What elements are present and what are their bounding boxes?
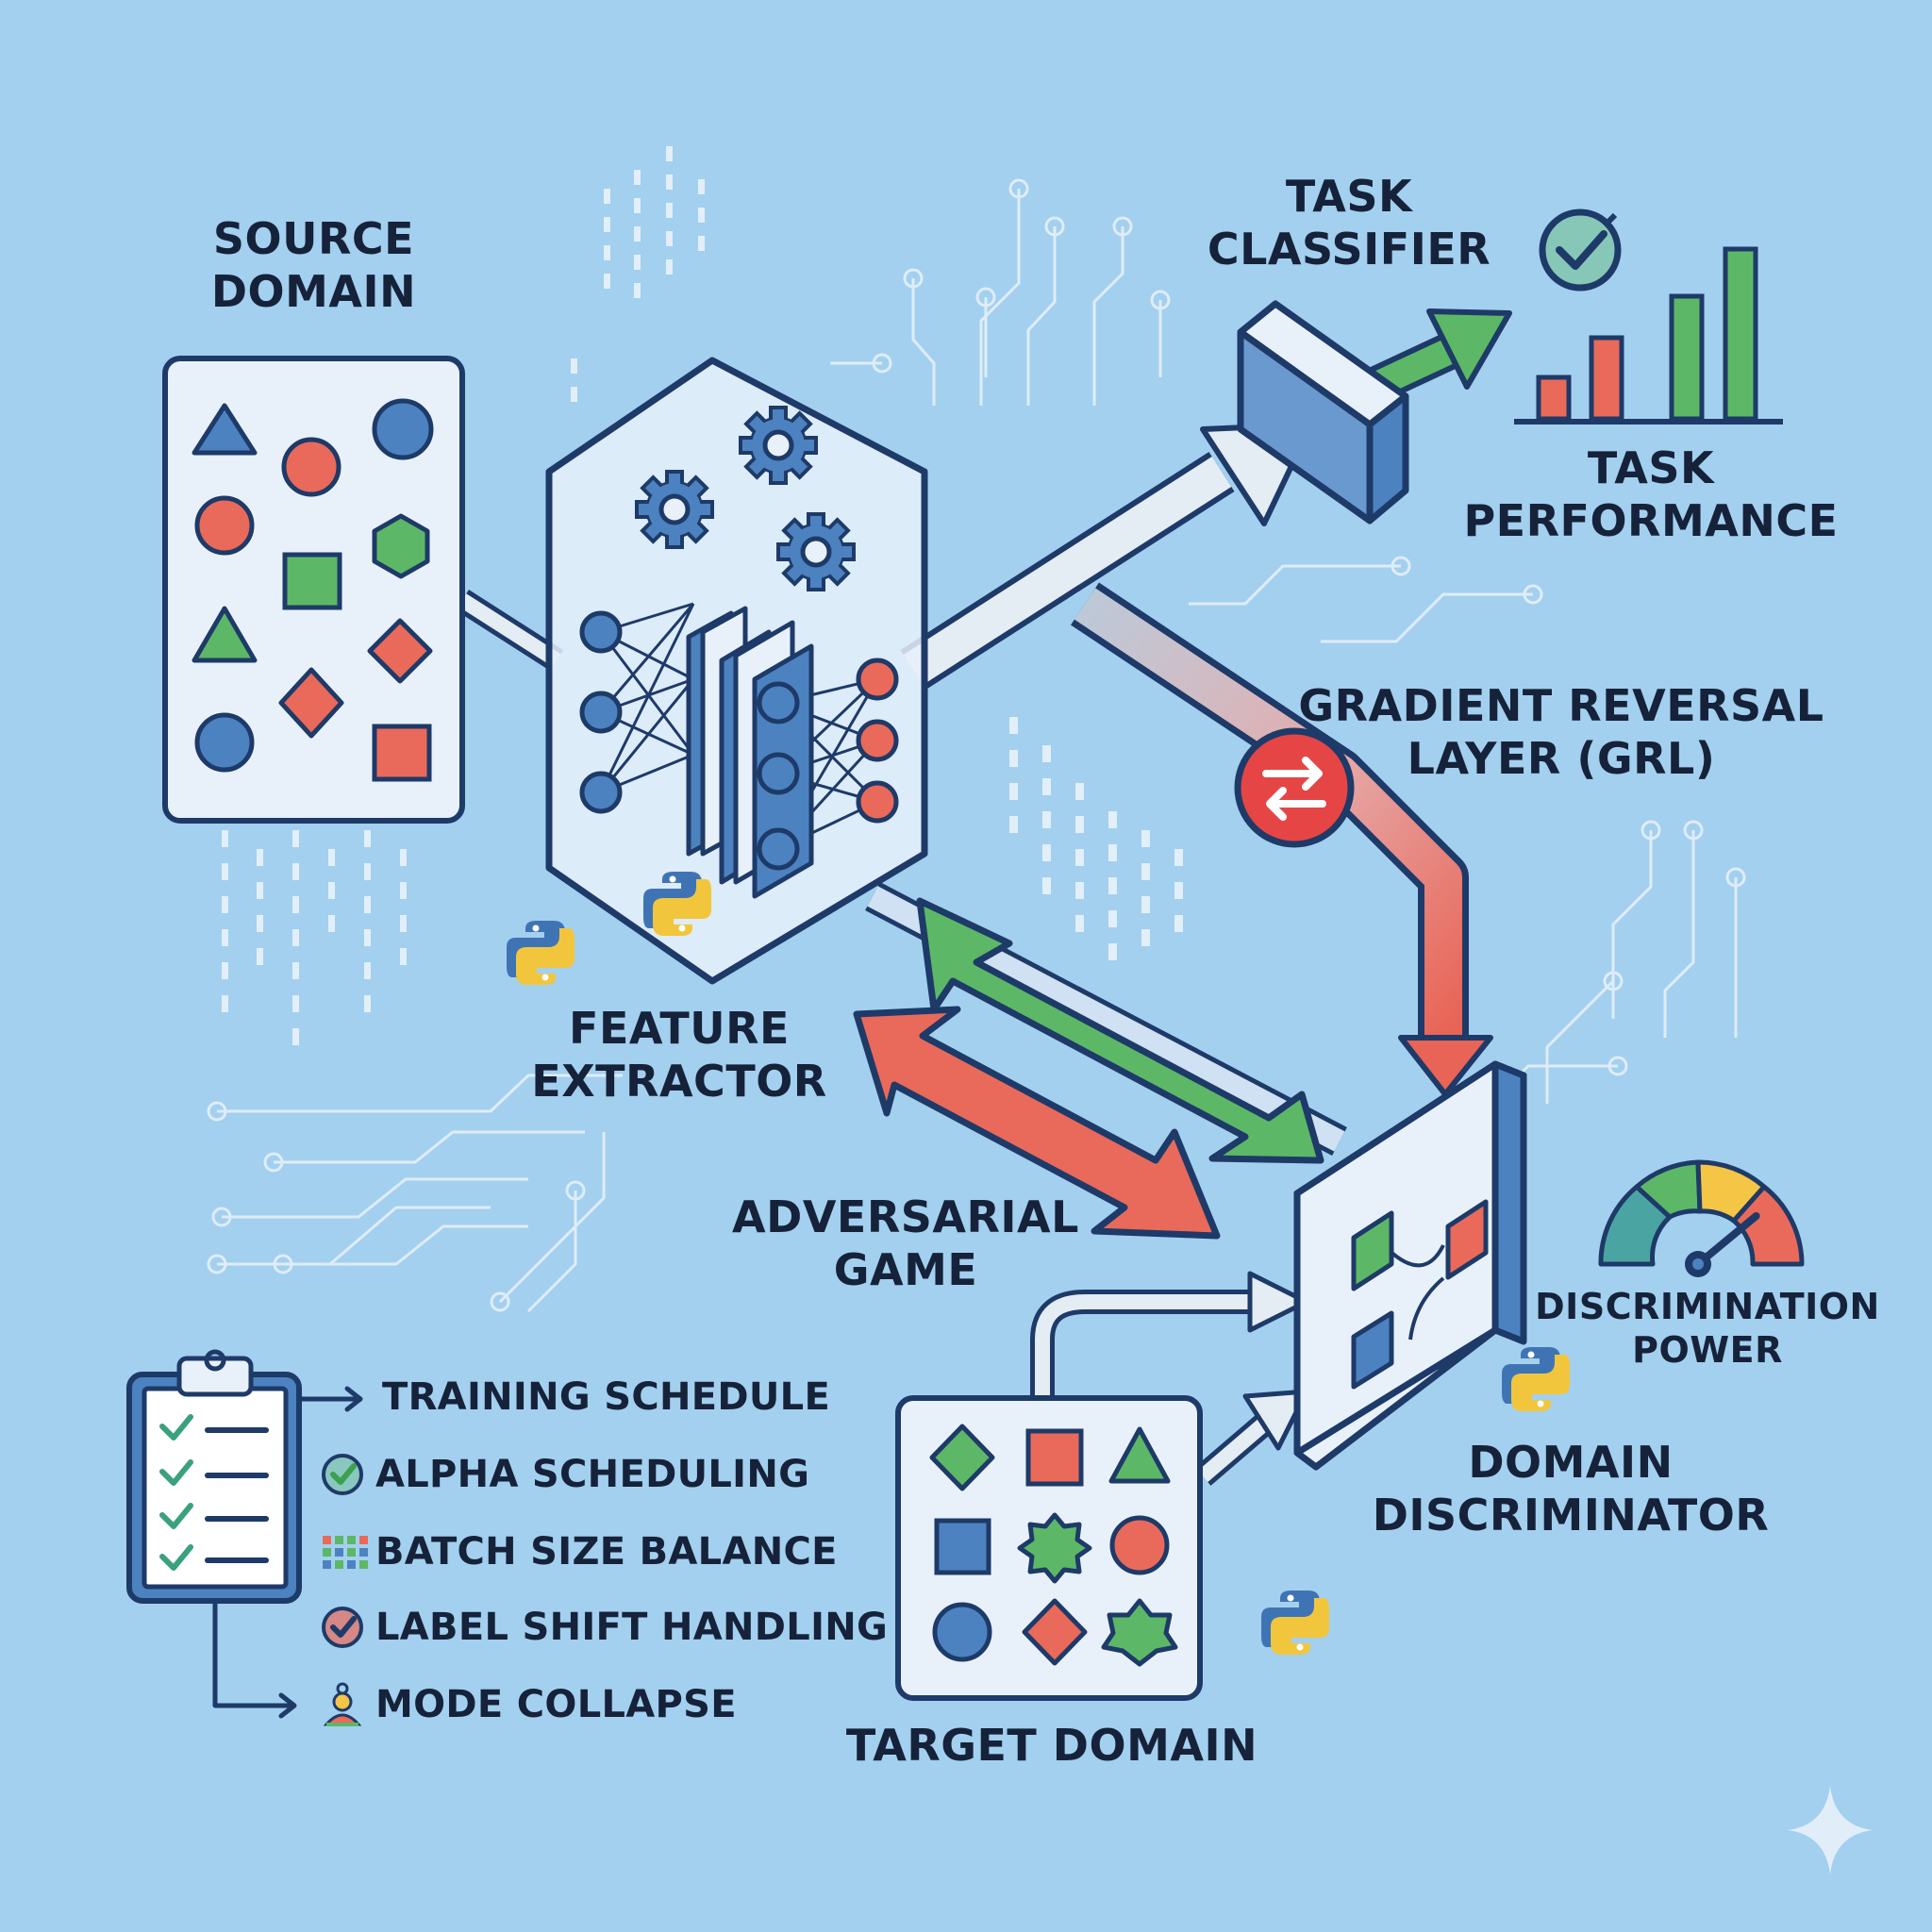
- source-shape-circle-blue: [372, 398, 434, 460]
- target-shape-diamond-red: [1022, 1598, 1088, 1666]
- gear-icon: [741, 408, 816, 483]
- gear-icon: [637, 472, 712, 547]
- checklist-item-mode-collapse: MODE COLLAPSE: [319, 1681, 737, 1728]
- grid-icon: [319, 1528, 375, 1575]
- input-node: [579, 771, 623, 814]
- source-shape-square-green: [282, 552, 342, 610]
- check-circle-red-icon: [319, 1604, 375, 1651]
- checklist-label: MODE COLLAPSE: [375, 1683, 737, 1726]
- checklist-item-label-shift-handling: LABEL SHIFT HANDLING: [319, 1604, 888, 1651]
- person-icon: [319, 1681, 375, 1728]
- checklist-item-batch-size-balance: BATCH SIZE BALANCE: [319, 1528, 838, 1575]
- sparkle-icon: [1788, 1786, 1873, 1874]
- target-shape-star-green: [1017, 1512, 1092, 1584]
- checklist-label: ALPHA SCHEDULING: [375, 1453, 810, 1496]
- source-shape-circle-red: [194, 495, 255, 556]
- checklist-label: LABEL SHIFT HANDLING: [375, 1606, 889, 1649]
- output-node: [856, 719, 899, 762]
- domain-discriminator-block: [1293, 1060, 1527, 1471]
- target-shape-circle-blue: [932, 1602, 992, 1662]
- source-shape-diamond-red: [278, 667, 344, 739]
- target-shape-triangle-green: [1108, 1426, 1171, 1484]
- classifier-output-arrow: [1364, 308, 1512, 405]
- input-node: [579, 610, 623, 654]
- performance-bar: [1723, 246, 1758, 422]
- discriminator-inner-diagram: [1351, 1199, 1489, 1390]
- python-logo-icon: [507, 921, 575, 985]
- task-performance-chart: [1514, 208, 1783, 425]
- target-domain-panel: [895, 1395, 1203, 1701]
- grl-arrow: [1071, 582, 1493, 1097]
- checklist-connectors: [212, 1386, 363, 1719]
- target-shape-diamond-green: [929, 1424, 995, 1491]
- feature-extractor-module: [545, 357, 928, 985]
- target-shape-square-blue: [934, 1518, 991, 1575]
- target-to-discriminator-arrows: [1030, 1271, 1309, 1486]
- source-shape-hexagon-green: [372, 513, 430, 579]
- adversarial-red-arrow: [853, 1006, 1221, 1240]
- source-shape-triangle-green: [192, 606, 258, 663]
- performance-bar: [1669, 293, 1705, 422]
- checkmark-circle-icon: [1539, 208, 1622, 291]
- hidden-node: [757, 752, 800, 795]
- source-shape-square-red: [372, 724, 432, 782]
- adversarial-green-arrow: [916, 897, 1324, 1164]
- task-classifier-block: [1237, 300, 1409, 525]
- source-domain-panel: [162, 356, 465, 824]
- checklist-item-training-schedule: TRAINING SCHEDULE: [382, 1375, 830, 1419]
- output-node: [856, 780, 899, 824]
- checklist-item-alpha-scheduling: ALPHA SCHEDULING: [319, 1451, 809, 1498]
- performance-bar: [1589, 335, 1624, 422]
- gear-icon: [778, 514, 854, 590]
- checklist-label: TRAINING SCHEDULE: [382, 1375, 831, 1419]
- performance-bar: [1536, 375, 1572, 422]
- target-domain-label: TARGET DOMAIN: [845, 1720, 1258, 1771]
- check-circle-icon: [319, 1451, 375, 1498]
- python-logo-icon: [1261, 1591, 1329, 1655]
- target-shape-circle-red: [1109, 1515, 1170, 1575]
- source-shape-diamond-red: [367, 618, 433, 684]
- source-shape-circle-red: [281, 437, 341, 497]
- source-shape-circle-blue: [194, 712, 255, 773]
- grl-swap-icon: [1234, 727, 1355, 848]
- hidden-node: [757, 827, 800, 871]
- binary-stream-decoration: [222, 146, 1183, 1045]
- target-shape-star-green: [1101, 1598, 1178, 1667]
- target-shape-square-red: [1025, 1428, 1084, 1487]
- checklist-label: BATCH SIZE BALANCE: [375, 1530, 838, 1574]
- hidden-node: [757, 681, 800, 724]
- output-node: [856, 658, 899, 701]
- discrimination-power-gauge: [1598, 1159, 1805, 1277]
- clipboard-icon: [126, 1349, 302, 1604]
- source-shape-triangle-blue: [192, 403, 258, 456]
- input-node: [579, 691, 623, 734]
- circuit-decoration: [207, 178, 1746, 1313]
